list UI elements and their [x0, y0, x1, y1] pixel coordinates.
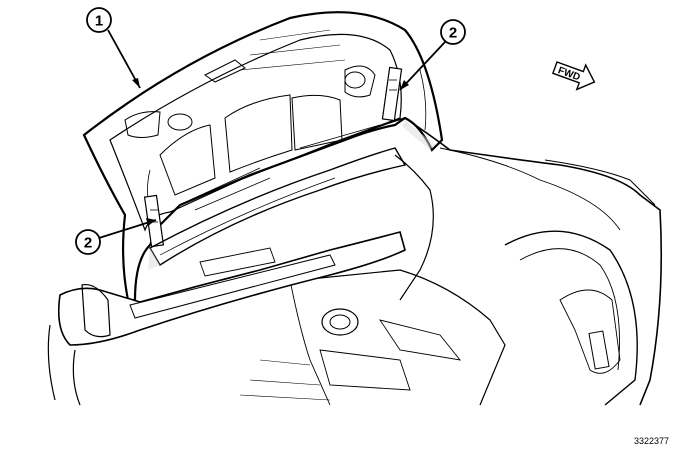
- vehicle-body: [47, 117, 663, 406]
- leader-arrow-2b: [146, 218, 156, 226]
- callout-2-right: 2: [399, 19, 466, 91]
- callout-2-left: 2: [75, 218, 157, 255]
- callout-label-2b: 2: [84, 235, 92, 252]
- callout-circle-2b: [75, 229, 101, 255]
- figure-id: 3322377: [633, 436, 669, 446]
- callout-circle-2a: [440, 19, 466, 45]
- gas-strut-right: [381, 66, 403, 122]
- fwd-arrow-icon: [551, 61, 596, 91]
- leader-line-2a: [399, 41, 446, 91]
- leader-arrow-2a: [400, 80, 409, 90]
- forward-direction-arrow: FWD: [551, 61, 596, 91]
- leader-arrow-1: [132, 78, 140, 88]
- leader-line-2b: [98, 219, 157, 239]
- deck-lid: [82, 11, 444, 302]
- leader-line-1: [107, 29, 141, 89]
- callout-1: 1: [86, 7, 141, 89]
- fwd-label: FWD: [556, 65, 581, 83]
- shading: [148, 120, 435, 270]
- callout-label-2a: 2: [449, 25, 457, 42]
- callout-label-1: 1: [95, 13, 103, 30]
- callout-circle-1: [86, 7, 112, 33]
